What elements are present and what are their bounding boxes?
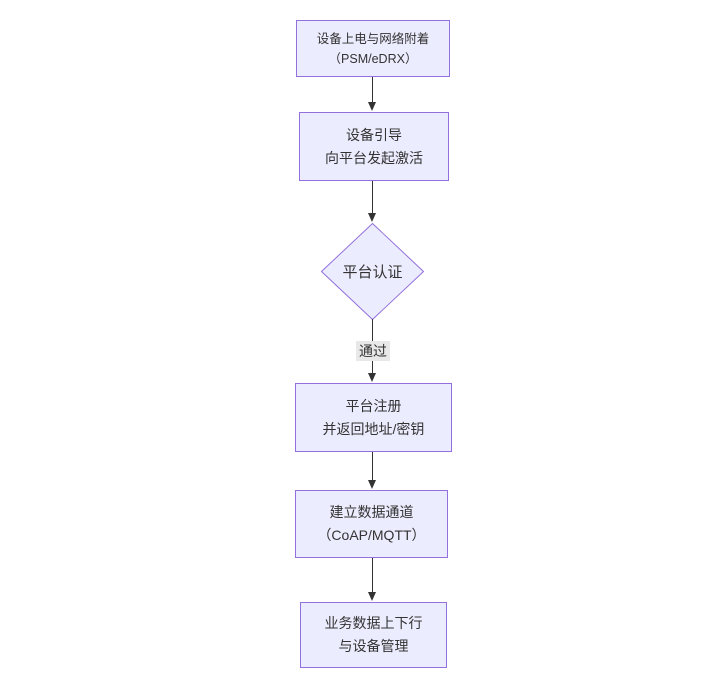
node-text-line: 业务数据上下行	[324, 615, 423, 631]
node-text-line: 平台注册	[345, 397, 402, 414]
arrowhead-down-icon	[368, 480, 376, 489]
edge-n2-n3	[372, 181, 373, 215]
node-text-line: （CoAP/MQTT）	[317, 527, 426, 543]
node-text-line: 向平台发起激活	[325, 149, 423, 166]
node-text-line: 与设备管理	[338, 638, 409, 654]
node-text-line: 平台认证	[342, 264, 403, 281]
node-text-line: 并返回地址/密钥	[322, 420, 425, 437]
node-platform-auth-decision: 平台认证	[321, 223, 424, 320]
node-text-line: 设备引导	[346, 126, 402, 143]
edge-n4-n5	[372, 452, 373, 482]
arrowhead-down-icon	[368, 213, 376, 222]
edge-n5-n6	[372, 558, 373, 594]
edge-n1-n2	[372, 77, 373, 104]
node-device-bootstrap-activate: 设备引导 向平台发起激活	[299, 112, 449, 181]
node-text-line: 建立数据通道	[329, 504, 414, 520]
arrowhead-down-icon	[368, 592, 376, 601]
arrowhead-down-icon	[368, 102, 376, 111]
node-power-on-network-attach: 设备上电与网络附着 （PSM/eDRX）	[296, 20, 450, 77]
edge-label-pass: 通过	[356, 341, 390, 361]
node-text-line: 设备上电与网络附着	[316, 31, 430, 46]
node-platform-register: 平台注册 并返回地址/密钥	[295, 383, 452, 452]
node-text-line: （PSM/eDRX）	[328, 51, 418, 66]
node-establish-data-channel: 建立数据通道 （CoAP/MQTT）	[295, 490, 448, 558]
node-business-data-device-mgmt: 业务数据上下行 与设备管理	[300, 602, 447, 668]
arrowhead-down-icon	[368, 373, 376, 382]
